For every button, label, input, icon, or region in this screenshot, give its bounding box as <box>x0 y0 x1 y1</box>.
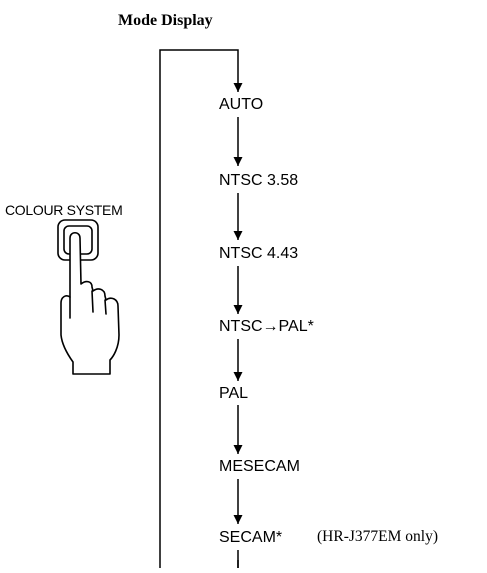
secam-model-note: (HR-J377EM only) <box>317 529 438 545</box>
mode-mesecam: MESECAM <box>219 459 300 475</box>
colour-system-button-label: COLOUR SYSTEM <box>5 203 122 217</box>
page-title: Mode Display <box>118 13 213 29</box>
mode-pal: PAL <box>219 386 248 402</box>
mode-ntsc-443: NTSC 4.43 <box>219 246 298 262</box>
mode-ntsc-pal: NTSC→PAL* <box>219 319 314 335</box>
mode-secam: SECAM* <box>219 530 282 546</box>
hand-pressing-button-icon <box>58 220 119 374</box>
mode-ntsc-358: NTSC 3.58 <box>219 173 298 189</box>
loop-return-path <box>160 50 238 568</box>
mode-auto: AUTO <box>219 97 263 113</box>
